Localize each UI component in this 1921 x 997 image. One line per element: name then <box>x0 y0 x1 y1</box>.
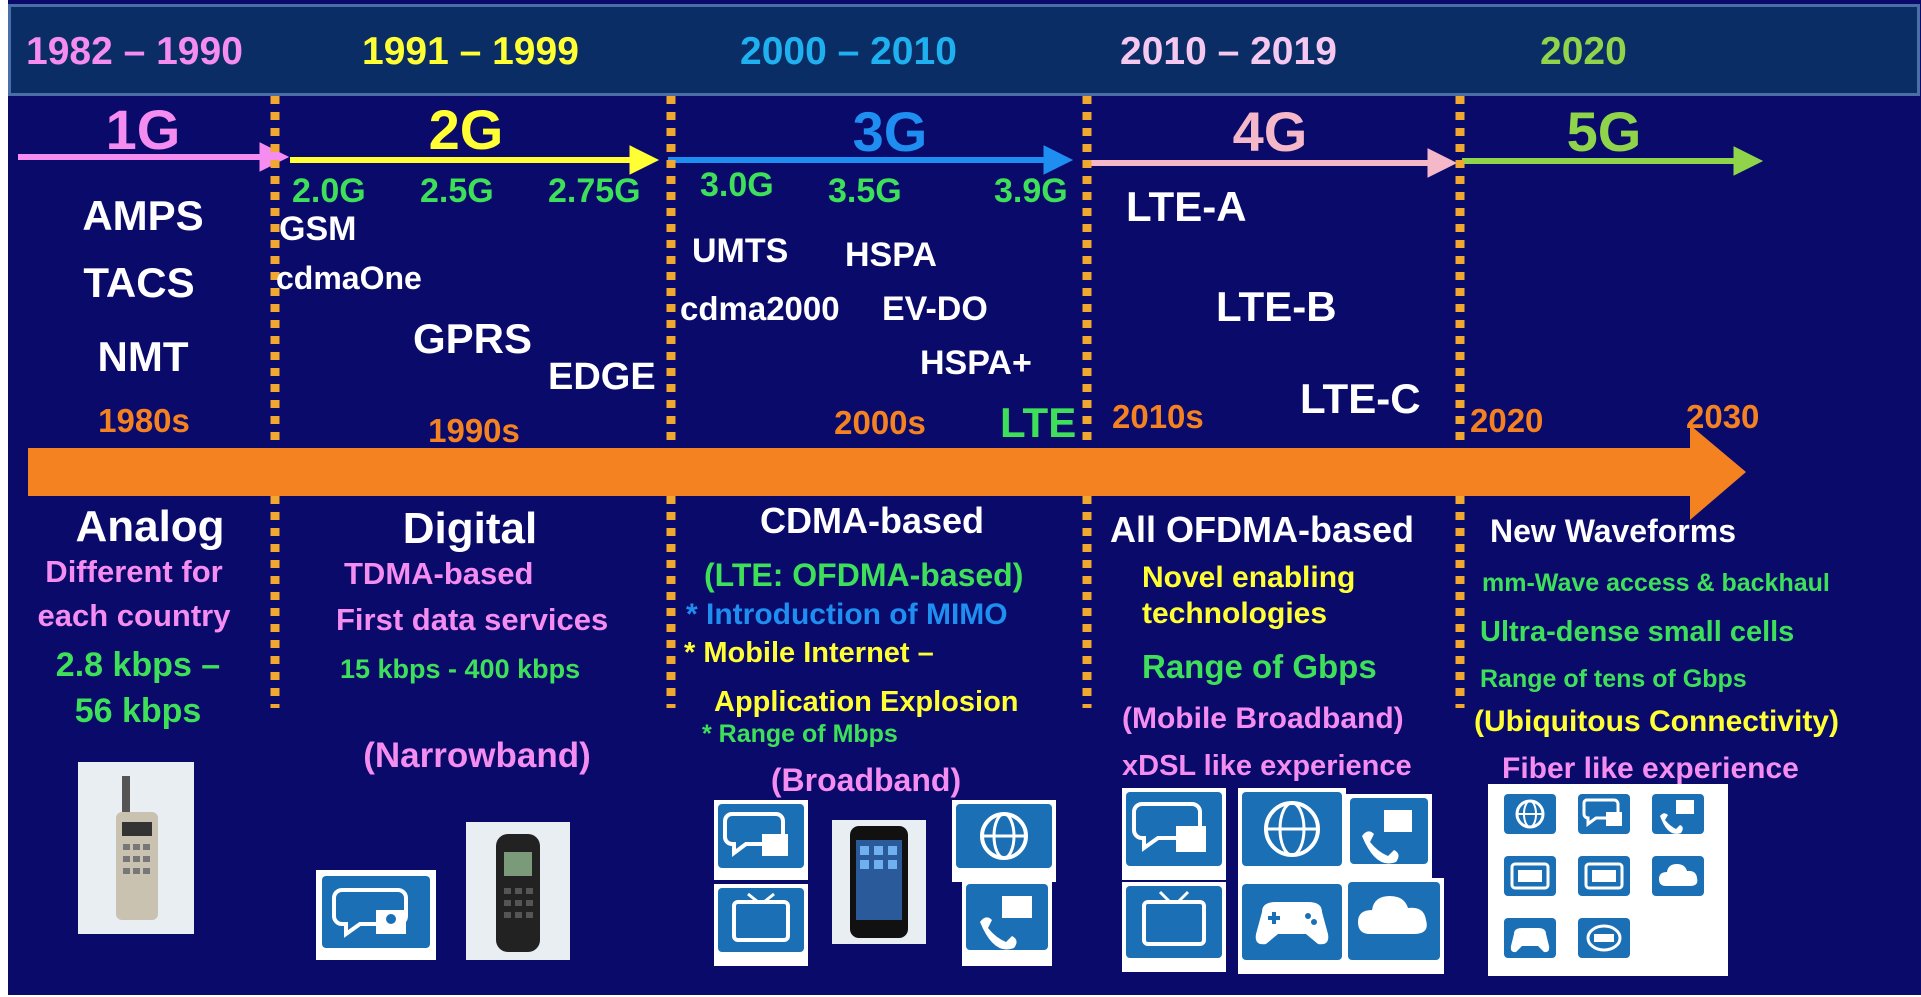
subversion-3-5g: 3.5G <box>828 172 902 210</box>
tera-icon-5g <box>1578 918 1630 958</box>
tech-cdma2000: cdma2000 <box>680 290 840 327</box>
desc-4g-novel2: technologies <box>1142 597 1328 630</box>
tech-cdmaone: cdmaOne <box>276 260 422 296</box>
subversion-3-9g: 3.9G <box>994 172 1068 210</box>
desc-3g-mimo: * Introduction of MIMO <box>686 598 1008 631</box>
hd-tv-icon-5g <box>1504 856 1556 896</box>
internet-access-icon-5g <box>1504 794 1556 834</box>
mobile-phone-image-2g <box>466 822 570 960</box>
desc-5g-line1: mm-Wave access & backhaul <box>1482 569 1830 597</box>
tech-lte-c: LTE-C <box>1300 375 1421 422</box>
period-2g: 1991 – 1999 <box>362 30 579 73</box>
desc-3g-mobile2: Application Explosion <box>714 686 1019 718</box>
decade-2020: 2020 <box>1470 402 1544 439</box>
desc-3g-lte: (LTE: OFDMA-based) <box>704 557 1024 593</box>
desc-1g-line1: Different for <box>45 554 223 589</box>
subversion-3-0g: 3.0G <box>700 166 774 204</box>
subversion-2-0g: 2.0G <box>292 172 366 210</box>
desc-5g-line2: Ultra-dense small cells <box>1480 616 1795 648</box>
cloud-computing-icon-4g <box>1344 878 1444 974</box>
arrow-3g <box>668 145 1074 175</box>
period-header <box>8 4 1920 96</box>
tech-lte-a: LTE-A <box>1126 183 1247 230</box>
subversion-2-75g: 2.75G <box>548 172 641 210</box>
desc-2g-band: (Narrowband) <box>363 736 591 775</box>
desc-3g-title: CDMA-based <box>759 500 985 541</box>
sms-mms-icon-5g <box>1578 794 1630 834</box>
brick-phone-image <box>78 762 194 934</box>
3d-tv-icon-5g <box>1578 856 1630 896</box>
video-call-icon-4g <box>1346 794 1432 880</box>
desc-1g-line2: each country <box>37 598 231 633</box>
desc-3g-range: * Range of Mbps <box>702 720 898 748</box>
arrow-4g <box>1086 148 1458 178</box>
period-1g: 1982 – 1990 <box>26 30 243 73</box>
sms-mms-icon-3g <box>714 800 808 880</box>
decade-2030: 2030 <box>1686 398 1760 435</box>
desc-5g-band: (Ubiquitous Connectivity) <box>1474 705 1839 738</box>
tech-gprs: GPRS <box>413 315 533 362</box>
decade-2000s: 2000s <box>834 404 926 441</box>
tech-lte-b: LTE-B <box>1216 283 1337 330</box>
gen-label-2g: 2G <box>428 98 504 161</box>
period-4g: 2010 – 2019 <box>1120 30 1337 73</box>
sms-mms-icon-2g <box>316 870 436 960</box>
desc-1g-rate2: 56 kbps <box>74 692 202 730</box>
arrow-2g <box>290 145 660 175</box>
internet-access-icon-3g <box>952 800 1056 882</box>
tech-nmt: NMT <box>97 333 189 380</box>
video-call-icon-5g <box>1652 794 1704 834</box>
subversion-2-5g: 2.5G <box>420 172 494 210</box>
video-call-icon-3g <box>962 880 1052 966</box>
desc-1g-rate1: 2.8 kbps – <box>55 646 221 684</box>
desc-4g-band: (Mobile Broadband) <box>1122 702 1404 735</box>
desc-3g-band: (Broadband) <box>770 762 962 798</box>
desc-4g-title: All OFDMA-based <box>1110 509 1415 550</box>
tech-amps: AMPS <box>82 192 204 239</box>
gen-label-5g: 5G <box>1566 100 1642 163</box>
decade-1990s: 1990s <box>428 412 520 449</box>
main-timeline-arrow <box>28 425 1746 520</box>
arrow-5g <box>1462 146 1764 176</box>
mobile-tv-icon-4g <box>1122 882 1226 972</box>
mobile-tv-icon-3g <box>714 884 808 966</box>
tech-evdo: EV-DO <box>882 290 988 328</box>
sms-mms-icon-4g <box>1122 788 1226 880</box>
tech-gsm: GSM <box>279 210 357 248</box>
desc-4g-experience: xDSL like experience <box>1122 750 1412 782</box>
gaming-icon-5g <box>1504 918 1556 958</box>
gen-label-1g: 1G <box>105 98 181 161</box>
gen-label-3g: 3G <box>852 100 928 163</box>
desc-1g-title: Analog <box>75 502 225 551</box>
tech-edge: EDGE <box>548 356 656 398</box>
desc-2g-line1: TDMA-based <box>344 556 534 591</box>
desc-2g-line2: First data services <box>336 602 609 637</box>
gaming-services-icon-4g <box>1238 880 1346 974</box>
period-3g: 2000 – 2010 <box>740 30 957 73</box>
desc-5g-title: New Waveforms <box>1490 513 1736 549</box>
gen-label-4g: 4G <box>1232 100 1308 163</box>
internet-access-icon-4g <box>1238 788 1346 880</box>
decade-1980s: 1980s <box>98 402 190 439</box>
cloud-icon-5g <box>1652 856 1704 896</box>
period-5g: 2020 <box>1540 30 1627 73</box>
desc-3g-mobile1: * Mobile Internet – <box>684 637 934 669</box>
desc-4g-novel1: Novel enabling <box>1142 561 1356 594</box>
tech-tacs: TACS <box>83 259 195 306</box>
tech-hspa: HSPA <box>845 236 937 274</box>
tech-umts: UMTS <box>692 232 789 270</box>
desc-4g-range: Range of Gbps <box>1142 648 1377 685</box>
desc-5g-line3: Range of tens of Gbps <box>1480 665 1747 693</box>
desc-5g-experience: Fiber like experience <box>1502 752 1799 785</box>
smartphone-image-3g <box>832 820 926 944</box>
tech-hspaplus: HSPA+ <box>920 344 1032 382</box>
decade-2010s: 2010s <box>1112 398 1204 435</box>
desc-2g-rate: 15 kbps - 400 kbps <box>340 654 581 684</box>
tech-lte: LTE <box>1000 399 1077 446</box>
5g-services-panel <box>1488 784 1728 976</box>
desc-2g-title: Digital <box>402 504 538 553</box>
